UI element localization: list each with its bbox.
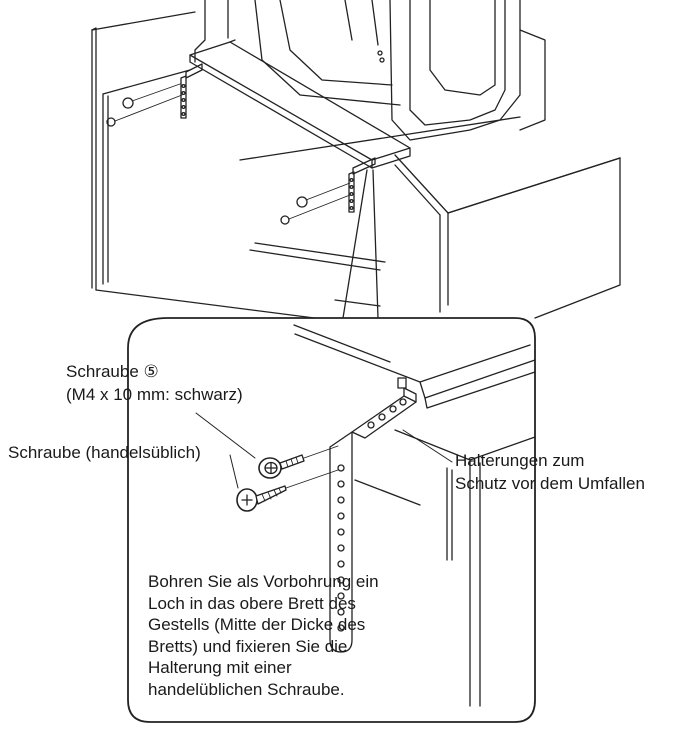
- label-commercial-screw-text: Schraube (handelsüblich): [8, 443, 201, 462]
- overview-bracket-left: [180, 63, 203, 119]
- label-commercial-screw: Schraube (handelsüblich): [8, 441, 201, 464]
- overview-bracket-right: [348, 157, 376, 213]
- tv-panel: [194, 0, 546, 141]
- instruction-line: Gestells (Mitte der Dicke des: [148, 615, 366, 634]
- label-brackets-line1: Halterungen zum: [455, 451, 585, 470]
- label-screw-5: Schraube ⑤ (M4 x 10 mm: schwarz): [66, 360, 243, 406]
- detail-callout-frame: [127, 317, 536, 723]
- label-brackets-line2: Schutz vor dem Umfallen: [455, 474, 645, 493]
- instruction-line: Loch in das obere Brett des: [148, 593, 356, 613]
- label-anti-tip-brackets: Halterungen zum Schutz vor dem Umfallen: [455, 449, 645, 495]
- instruction-text: Bohren Sie als Vorbohrung ein Loch in da…: [148, 571, 478, 700]
- detail-screw-commercial: [236, 469, 339, 512]
- instruction-line: handelüblichen Schraube.: [148, 679, 345, 699]
- detail-screw-black: [258, 445, 339, 479]
- callout-pointer: [342, 169, 379, 319]
- stand-cabinet: [91, 11, 621, 321]
- instruction-line: Bohren Sie als Vorbohrung ein: [148, 572, 379, 591]
- instruction-line: Halterung mit einer: [148, 658, 292, 677]
- mounting-plate: [189, 39, 411, 169]
- leader-lines: [195, 412, 453, 489]
- overview-screws: [106, 83, 351, 225]
- instruction-line: Bretts) und fixieren Sie die: [148, 636, 348, 656]
- label-screw-5-line2: (M4 x 10 mm: schwarz): [66, 385, 243, 404]
- detail-stand-top: [293, 324, 536, 707]
- detail-bracket: [329, 377, 417, 653]
- label-screw-5-line1: Schraube ⑤: [66, 362, 159, 381]
